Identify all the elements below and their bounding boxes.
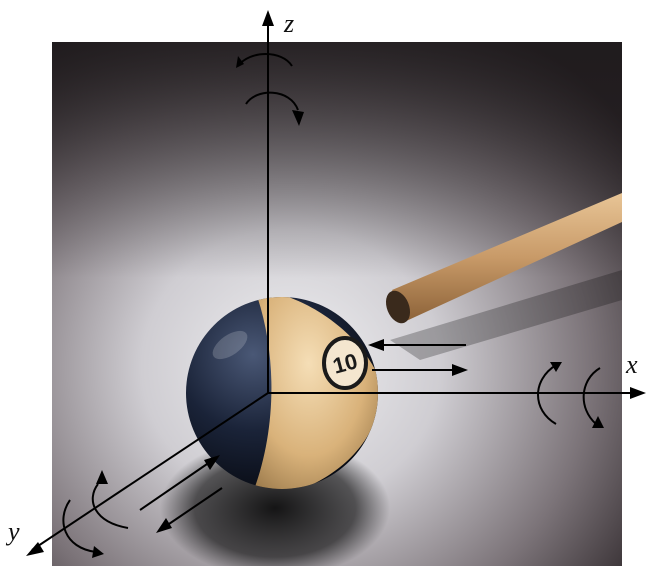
y-rotation-arrow-icon <box>62 470 129 558</box>
axes <box>26 10 646 556</box>
x-rotation-arrow-icon <box>537 362 604 428</box>
cue-stick <box>385 193 622 324</box>
z-axis-label: z <box>283 9 294 38</box>
x-axis-arrowhead <box>630 387 646 399</box>
ball-number-circle <box>322 336 368 390</box>
cue-shadow <box>390 270 622 360</box>
y-axis-arrowhead <box>26 542 44 556</box>
photo-background <box>52 42 622 566</box>
z-rotation-arrow-icon <box>236 53 304 126</box>
z-axis-arrowhead <box>262 10 274 26</box>
y-axis-label: y <box>5 517 20 546</box>
x-translation-arrows-icon <box>368 339 468 376</box>
y-translation-arrows-icon <box>139 455 223 533</box>
cue-tip <box>385 290 411 324</box>
x-axis-label: x <box>625 350 638 379</box>
y-axis-line <box>31 392 269 551</box>
